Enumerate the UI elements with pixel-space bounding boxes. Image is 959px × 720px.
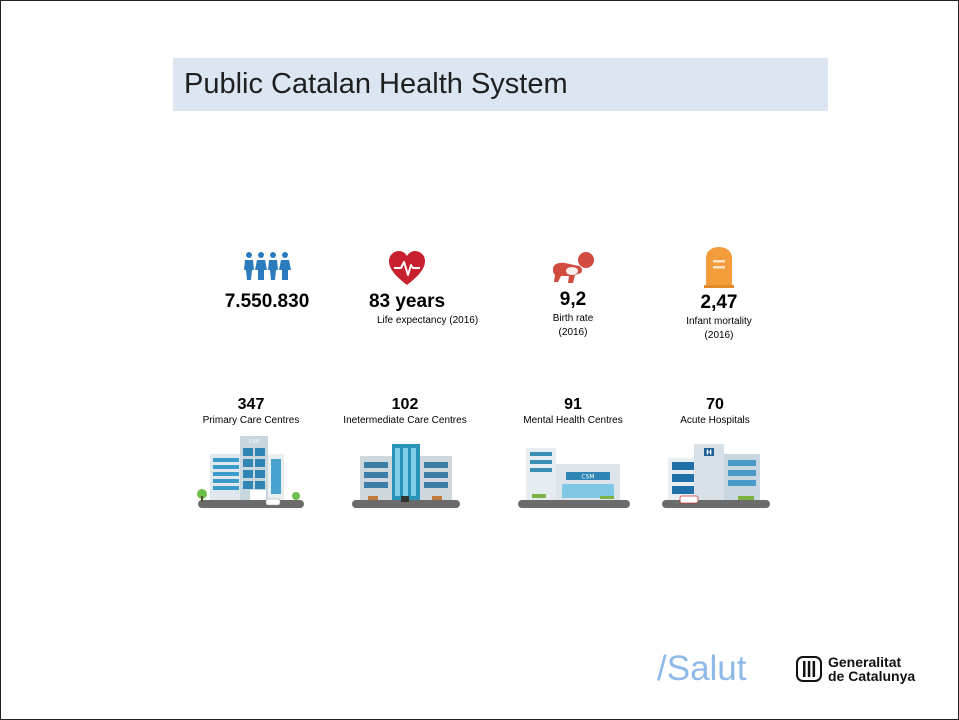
salut-logo-text: /Salut	[657, 649, 747, 688]
facility-value: 70	[706, 396, 724, 413]
stat-label: Infant mortality (2016)	[686, 316, 752, 341]
page-title: Public Catalan Health System	[184, 68, 568, 100]
stat-value: 2,47	[700, 292, 738, 313]
hospital-sign: H	[706, 449, 712, 457]
generalitat-text: Generalitat de Catalunya	[828, 655, 915, 683]
generalitat-logo: Generalitat de Catalunya	[796, 655, 915, 683]
stat-value: 9,2	[559, 289, 587, 310]
stat-label: Life expectancy (2016)	[377, 315, 479, 326]
intermediate-care-building-icon	[352, 444, 460, 508]
title-bar: Public Catalan Health System	[173, 58, 828, 111]
stat-infant-mortality: 2,47 Infant mortality (2016)	[639, 246, 799, 343]
people-icon	[244, 252, 291, 280]
facility-intermediate-care: 102 Inetermediate Care Centres	[325, 396, 485, 514]
generalitat-line1: Generalitat	[828, 654, 902, 670]
mental-health-building-icon: CSM	[518, 448, 630, 508]
facility-label: Mental Health Centres	[523, 415, 623, 426]
gravestone-icon	[704, 247, 734, 288]
facility-mental-health: 91 Mental Health Centres CSM	[493, 396, 653, 514]
facility-value: 347	[237, 396, 265, 413]
cap-sign: CAP	[249, 439, 259, 445]
facility-value: 102	[391, 396, 419, 413]
facility-value: 91	[564, 396, 582, 413]
stat-birth-rate: 9,2 Birth rate (2016)	[493, 251, 653, 340]
stat-value: 7.550.830	[224, 291, 310, 312]
crawling-baby-icon	[553, 252, 594, 283]
facility-label: Primary Care Centres	[202, 415, 300, 426]
hospital-building-icon: H	[662, 444, 770, 508]
stat-label: Birth rate (2016)	[552, 313, 594, 338]
facility-label: Inetermediate Care Centres	[343, 415, 467, 426]
facility-label: Acute Hospitals	[680, 415, 750, 426]
generalitat-line2: de Catalunya	[828, 668, 916, 684]
stat-life-expectancy: 83 years Life expectancy (2016)	[327, 251, 487, 328]
heart-pulse-icon	[389, 251, 425, 285]
facility-primary-care: 347 Primary Care Centres CAP	[171, 396, 331, 514]
generalitat-emblem-icon	[796, 656, 822, 682]
facility-acute-hospitals: 70 Acute Hospitals H	[635, 396, 795, 514]
stat-value: 83 years	[368, 291, 446, 312]
primary-care-building-icon: CAP	[197, 436, 304, 508]
stat-population: 7.550.830	[187, 251, 347, 314]
csm-sign: CSM	[581, 474, 594, 481]
